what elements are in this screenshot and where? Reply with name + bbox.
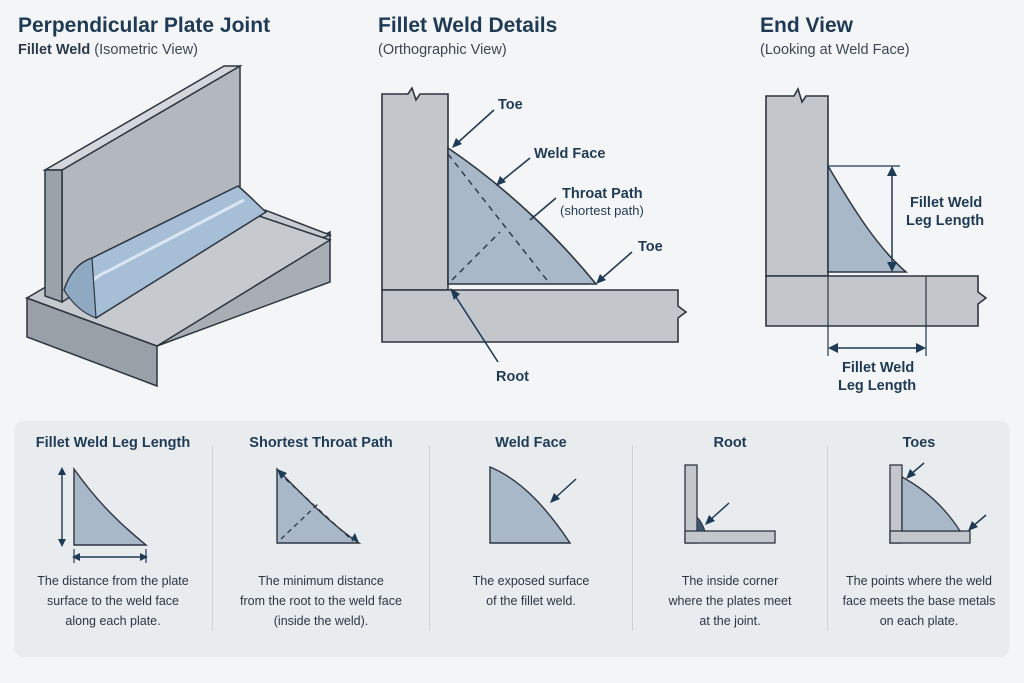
leg-horizontal-arrow-left bbox=[828, 343, 838, 353]
leg-vertical-arrow-top bbox=[887, 166, 897, 176]
toe-right-arrowhead bbox=[596, 274, 606, 284]
definitions-panel: Fillet Weld Leg Length The distance from… bbox=[14, 421, 1010, 657]
ortho-title: Fillet Weld Details bbox=[378, 14, 558, 37]
card-divider bbox=[632, 445, 633, 631]
label-weld-face: Weld Face bbox=[534, 146, 605, 162]
label-root: Root bbox=[496, 369, 529, 385]
iso-title: Perpendicular Plate Joint bbox=[18, 14, 271, 37]
label-toe-right: Toe bbox=[638, 239, 663, 255]
card-divider bbox=[827, 445, 828, 631]
card-desc: The distance from the plate surface to t… bbox=[37, 574, 189, 628]
card-title: Weld Face bbox=[495, 435, 567, 451]
iso-subtitle: Fillet Weld (Isometric View) bbox=[18, 42, 198, 58]
card-title: Toes bbox=[902, 435, 936, 451]
card-desc: The minimum distance from the root to th… bbox=[240, 574, 402, 628]
throat-path-icon bbox=[276, 467, 362, 544]
leg-length-icon bbox=[58, 466, 148, 563]
ortho-weld bbox=[447, 146, 598, 285]
label-leg-vertical-2: Leg Length bbox=[906, 213, 984, 229]
iso-subtitle-bold: Fillet Weld bbox=[18, 42, 91, 58]
orthographic-drawing: Toe Weld Face Throat Path (shortest path… bbox=[381, 86, 688, 385]
label-throat-path-note: (shortest path) bbox=[560, 203, 644, 218]
weld-face-icon bbox=[489, 465, 577, 544]
toe-right-leader bbox=[599, 251, 633, 281]
leg-horizontal-arrow-right bbox=[916, 343, 926, 353]
iso-subtitle-rest: (Isometric View) bbox=[90, 42, 198, 58]
toe-top-leader bbox=[453, 109, 495, 147]
ortho-horizontal-plate bbox=[381, 289, 688, 343]
card-title: Fillet Weld Leg Length bbox=[35, 435, 191, 451]
vertical-plate-end bbox=[44, 169, 63, 304]
label-toe-top: Toe bbox=[498, 97, 523, 113]
leg-vertical-arrow-bottom bbox=[887, 262, 897, 272]
ortho-throat-dash-1 bbox=[451, 231, 501, 281]
label-leg-vertical-1: Fillet Weld bbox=[910, 195, 982, 211]
label-leg-horizontal-1: Fillet Weld bbox=[842, 360, 914, 376]
root-icon bbox=[684, 464, 776, 544]
card-title: Root bbox=[713, 435, 747, 451]
card-weld-face: Weld Face The exposed surface of the fil… bbox=[430, 421, 632, 657]
card-desc: The exposed surface of the fillet weld. bbox=[472, 574, 590, 608]
ortho-vertical-plate bbox=[381, 86, 449, 291]
label-leg-horizontal-2: Leg Length bbox=[838, 378, 916, 394]
root-arrowhead bbox=[450, 288, 460, 300]
card-divider bbox=[212, 445, 213, 631]
root-leader bbox=[453, 293, 499, 363]
card-desc: The inside corner where the plates meet … bbox=[668, 574, 792, 628]
end-view-drawing: Fillet Weld Leg Length Fillet Weld Leg L… bbox=[765, 86, 988, 394]
weld-bead-end bbox=[63, 257, 97, 319]
card-throat-path: Shortest Throat Path The minimum distanc… bbox=[213, 421, 429, 657]
toes-icon bbox=[889, 462, 987, 544]
end-vertical-plate bbox=[765, 86, 829, 277]
end-weld bbox=[827, 163, 909, 273]
card-desc: The points where the weld face meets the… bbox=[842, 574, 996, 628]
throat-path-leader bbox=[529, 197, 557, 221]
label-throat-path: Throat Path bbox=[562, 186, 643, 202]
card-toes: Toes The points where the weld face meet… bbox=[828, 421, 1010, 657]
card-root: Root The inside corner where the plates … bbox=[633, 421, 827, 657]
end-horizontal-plate bbox=[765, 275, 988, 327]
ortho-subtitle: (Orthographic View) bbox=[378, 42, 507, 58]
card-divider bbox=[429, 445, 430, 631]
card-title: Shortest Throat Path bbox=[249, 435, 393, 451]
weld-face-arrowhead bbox=[496, 176, 506, 186]
isometric-joint-drawing bbox=[24, 64, 333, 388]
card-leg-length: Fillet Weld Leg Length The distance from… bbox=[14, 421, 212, 657]
ortho-throat-dash-2 bbox=[447, 153, 551, 285]
end-view-subtitle: (Looking at Weld Face) bbox=[760, 42, 910, 58]
end-view-title: End View bbox=[760, 14, 853, 37]
toe-top-arrowhead bbox=[452, 138, 462, 148]
